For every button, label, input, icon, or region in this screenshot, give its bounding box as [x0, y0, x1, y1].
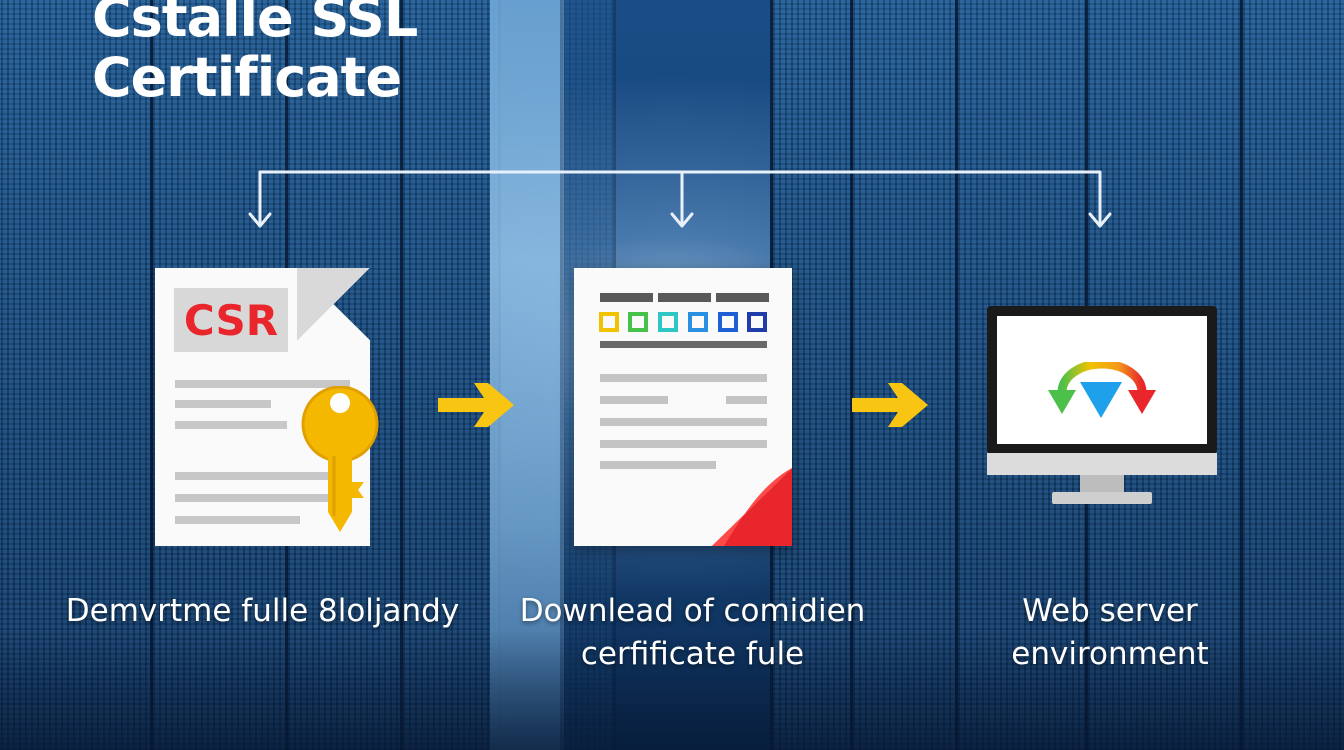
- step-caption-certificate: Downlead of comidien cerfificate fule: [510, 590, 875, 676]
- text-line: [175, 472, 330, 480]
- title-line-2: Certificate: [92, 46, 402, 109]
- monitor-foot: [1052, 492, 1152, 504]
- csr-badge-background: [174, 288, 288, 352]
- text-line: [175, 494, 330, 502]
- server-rack: [400, 0, 501, 750]
- text-line: [175, 421, 287, 429]
- corridor: [490, 0, 564, 750]
- caption-line: Web server: [1022, 593, 1198, 629]
- right-arrow-icon: [852, 383, 928, 427]
- diagram-title: Cstalle SSL Certificate: [92, 0, 418, 109]
- csr-badge: CSR: [183, 295, 279, 345]
- step-caption-csr: Demvrtme fulle 8loljandy: [50, 590, 475, 633]
- text-line: [175, 380, 350, 388]
- server-rack: [0, 0, 161, 750]
- certificate-content: [599, 293, 792, 546]
- caption-line: Demvrtme fulle 8loljandy: [65, 593, 460, 629]
- down-arrow-icon: [670, 212, 694, 228]
- step-caption-server: Web server environment: [985, 590, 1235, 676]
- title-line-1: Cstalle SSL: [92, 0, 418, 49]
- caption-line: environment: [1011, 636, 1209, 672]
- monitor-stand: [1080, 475, 1124, 493]
- down-arrow-icon: [1088, 212, 1112, 228]
- connector-line: [258, 170, 1102, 226]
- monitor-bezel-bottom: [987, 453, 1217, 475]
- caption-line: Downlead of comidien: [519, 593, 866, 629]
- key-icon: [301, 386, 379, 532]
- floor-shadow: [0, 630, 1344, 750]
- text-line: [175, 516, 300, 524]
- web-server-monitor-icon: [987, 306, 1217, 454]
- page-fold: [297, 268, 370, 340]
- text-line: [175, 400, 271, 408]
- server-rack: [1240, 0, 1344, 750]
- refresh-arc-icon: [1048, 362, 1156, 418]
- server-rack: [850, 0, 966, 750]
- caption-line: cerfificate fule: [580, 636, 805, 672]
- right-arrow-icon: [438, 383, 514, 427]
- down-arrow-icon: [248, 212, 272, 228]
